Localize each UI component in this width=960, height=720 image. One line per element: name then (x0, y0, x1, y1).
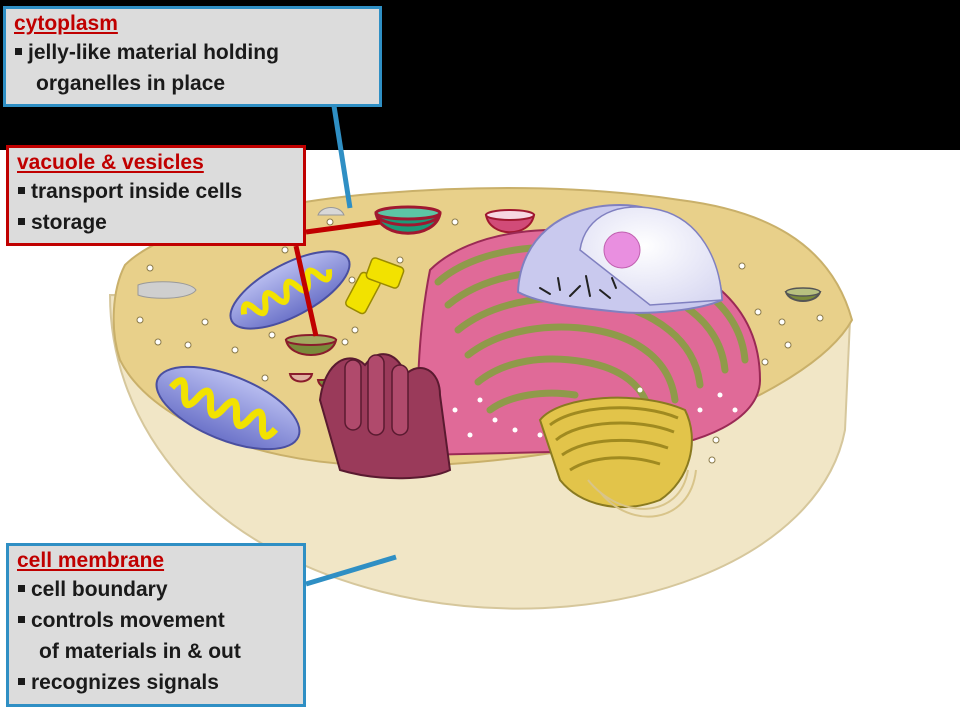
vacuole-leader-1 (305, 219, 381, 235)
cytoplasm-bullets: jelly-like material holding organelles i… (14, 37, 371, 99)
membrane-bullets: cell boundary controls movement of mater… (17, 574, 295, 698)
membrane-bullet-2: controls movement (17, 605, 295, 636)
nucleus (516, 203, 724, 314)
membrane-bullet-3: recognizes signals (17, 667, 295, 698)
vacuole-leader-2 (293, 245, 319, 337)
vacuole-bullet-1: transport inside cells (17, 176, 295, 207)
vacuole-bullets: transport inside cells storage (17, 176, 295, 238)
membrane-bullet-1: cell boundary (17, 574, 295, 605)
membrane-callout: cell membrane cell boundary controls mov… (6, 543, 306, 707)
membrane-leader (305, 554, 397, 587)
vacuole-callout: vacuole & vesicles transport inside cell… (6, 145, 306, 246)
mitochondria (155, 250, 351, 451)
leader-lines (293, 105, 397, 587)
golgi-apparatus (538, 396, 697, 518)
smooth-er (318, 353, 452, 480)
cytoplasm-leader (331, 105, 353, 209)
nucleolus (603, 231, 641, 269)
cytoplasm-bullet-1-continued: organelles in place (36, 72, 226, 95)
vesicles (137, 205, 822, 390)
vacuole-title: vacuole & vesicles (17, 151, 204, 174)
vacuole-bullet-2: storage (17, 207, 295, 238)
cytoplasm-title: cytoplasm (14, 12, 118, 35)
cytoplasm-callout: cytoplasm jelly-like material holding or… (3, 6, 382, 107)
centrioles (345, 257, 405, 315)
membrane-bullet-2-continued: of materials in & out (39, 640, 241, 663)
cytoplasm-bullet-1: jelly-like material holding (14, 37, 371, 68)
membrane-title: cell membrane (17, 549, 165, 572)
